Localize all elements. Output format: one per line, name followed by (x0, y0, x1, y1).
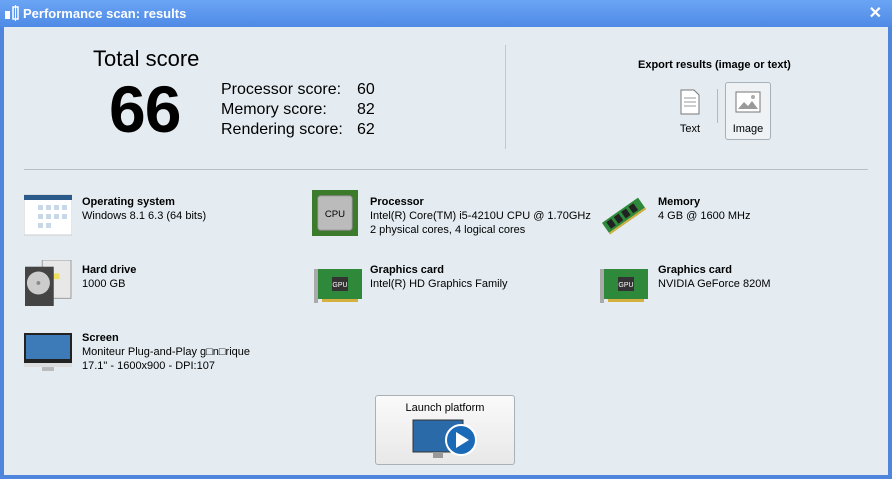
item-title: Processor (370, 196, 424, 208)
app-icon (5, 5, 19, 21)
cpu-icon-text: CPU (325, 209, 345, 220)
graphics-card-icon: GPU (600, 269, 648, 303)
operating-system-icon (24, 194, 72, 236)
divider (24, 169, 868, 170)
memory-score: Memory score: 82 (221, 101, 375, 119)
total-score-value: 66 (109, 72, 181, 146)
hard-drive-info: Hard drive 1000 GB (82, 263, 136, 291)
item-title: Graphics card (658, 264, 732, 276)
graphics-card-icon: GPU (314, 269, 362, 303)
export-image-button[interactable]: Image (725, 82, 771, 140)
rendering-score: Rendering score: 62 (221, 121, 375, 139)
item-line: Windows 8.1 6.3 (64 bits) (82, 210, 207, 222)
score-value: 60 (357, 81, 375, 98)
score-label: Rendering score: (221, 121, 343, 138)
score-value: 82 (357, 101, 375, 118)
screen-icon (24, 333, 72, 371)
launch-label: Launch platform (405, 402, 485, 414)
divider (505, 45, 506, 149)
close-icon[interactable]: ✕ (868, 5, 882, 22)
item-line: Intel(R) Core(TM) i5-4210U CPU @ 1.70GHz (370, 210, 591, 222)
export-title: Export results (image or text) (638, 59, 791, 71)
item-line: 17.1" - 1600x900 - DPI:107 (82, 360, 215, 372)
processor-score: Processor score: 60 (221, 81, 375, 99)
window-title: Performance scan: results (23, 6, 187, 21)
item-line: 1000 GB (82, 278, 126, 290)
score-value: 62 (357, 121, 375, 138)
document-icon (680, 89, 700, 115)
item-title: Hard drive (82, 264, 137, 276)
item-title: Memory (658, 196, 701, 208)
item-line: NVIDIA GeForce 820M (658, 278, 771, 290)
score-label: Processor score: (221, 81, 342, 98)
hard-drive-icon (25, 260, 72, 306)
title-bar[interactable]: Performance scan: results ✕ (0, 0, 892, 27)
platform-play-icon (412, 419, 477, 458)
cpu-icon: CPU (312, 190, 358, 236)
memory-icon (601, 197, 647, 235)
item-line: 4 GB @ 1600 MHz (658, 210, 751, 222)
results-panel: Total score 66 Processor score: 60 Memory… (4, 27, 888, 475)
export-text-label: Text (679, 123, 701, 135)
item-title: Graphics card (370, 264, 444, 276)
export-image-label: Image (732, 123, 764, 135)
divider (717, 89, 718, 123)
item-line: Moniteur Plug-and-Play g□n□rique (82, 346, 250, 358)
item-line: Intel(R) HD Graphics Family (370, 278, 508, 290)
export-text-button[interactable]: Text (668, 83, 712, 139)
total-score-label: Total score (93, 46, 200, 71)
item-line: 2 physical cores, 4 logical cores (370, 224, 526, 236)
memory-info: Memory 4 GB @ 1600 MHz (658, 195, 750, 223)
gpu-icon-text: GPU (618, 282, 633, 289)
item-title: Screen (82, 332, 119, 344)
image-icon (735, 91, 761, 113)
item-title: Operating system (82, 196, 175, 208)
launch-platform-button[interactable]: Launch platform (375, 395, 515, 465)
gpu-icon-text: GPU (332, 282, 347, 289)
score-label: Memory score: (221, 101, 327, 118)
